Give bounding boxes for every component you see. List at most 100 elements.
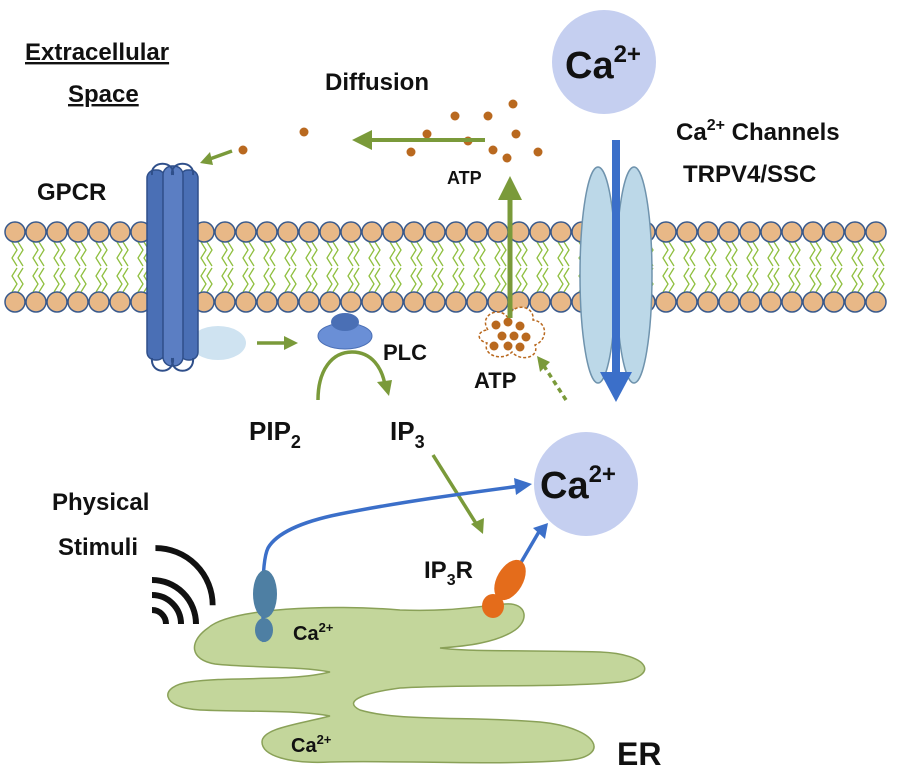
lipid-tail <box>347 267 360 293</box>
lipid-head <box>550 221 572 243</box>
physical-stimuli-waves-icon <box>151 545 216 625</box>
lipid-head <box>466 221 488 243</box>
ip3r-label: IP3R <box>424 557 473 589</box>
lipid-head <box>550 291 572 313</box>
lipid-tail <box>788 241 801 267</box>
lipid-tail <box>326 267 339 293</box>
atp-vesicle <box>478 306 546 359</box>
lipid-head <box>760 221 782 243</box>
lipid-tail <box>536 267 549 293</box>
lipid-head <box>403 221 425 243</box>
atp-vesicle-label: ATP <box>474 368 516 393</box>
lipid-head <box>739 221 761 243</box>
lipid-head <box>403 291 425 313</box>
lipid-tail <box>851 267 864 293</box>
lipid-head <box>382 221 404 243</box>
lipid-head <box>781 291 803 313</box>
endoplasmic-reticulum <box>167 603 646 764</box>
lipid-tail <box>11 241 24 267</box>
lipid-tail <box>53 267 66 293</box>
lipid-head <box>340 291 362 313</box>
lipid-tail <box>284 241 297 267</box>
lipid-head <box>823 291 845 313</box>
lipid-head <box>697 221 719 243</box>
lipid-head <box>235 221 257 243</box>
lipid-head <box>697 291 719 313</box>
lipid-head <box>466 291 488 313</box>
lipid-head <box>445 221 467 243</box>
gpcr-label: GPCR <box>37 179 106 206</box>
lipid-tail <box>242 241 255 267</box>
lipid-head <box>46 221 68 243</box>
lipid-head <box>424 291 446 313</box>
lipid-tail <box>809 267 822 293</box>
lipid-head <box>655 291 677 313</box>
stimuli-label: Stimuli <box>58 534 138 561</box>
lipid-heads-outer <box>4 221 887 243</box>
er-calcium-label-2: Ca2+ <box>291 732 332 757</box>
lipid-tail <box>515 241 528 267</box>
lipid-tail <box>788 267 801 293</box>
lipid-tail <box>473 267 486 293</box>
extracellular-label: Extracellular <box>25 39 169 66</box>
lipid-tail <box>767 267 780 293</box>
calcium-top-label: Ca2+ <box>565 41 641 87</box>
lipid-head <box>256 291 278 313</box>
lipid-tail <box>704 267 717 293</box>
space-label: Space <box>68 81 139 108</box>
ip3-to-ip3r-arrow <box>431 454 479 526</box>
lipid-tail <box>683 267 696 293</box>
lipid-tail <box>431 241 444 267</box>
lipid-head <box>445 291 467 313</box>
mechanosensor <box>253 570 277 642</box>
physical-label: Physical <box>52 489 149 516</box>
lipid-tail <box>746 267 759 293</box>
lipid-head <box>865 291 887 313</box>
ip3-label: IP3 <box>390 416 425 452</box>
lipid-tail <box>746 241 759 267</box>
ip3-receptor <box>482 523 548 618</box>
lipid-head <box>844 221 866 243</box>
atp-extracellular-label: ATP <box>447 168 482 188</box>
lipid-tail <box>725 267 738 293</box>
lipid-head <box>109 221 131 243</box>
lipid-head <box>25 221 47 243</box>
lipid-tail <box>53 241 66 267</box>
lipid-head <box>298 291 320 313</box>
lipid-tail <box>221 241 234 267</box>
lipid-head <box>256 221 278 243</box>
lipid-head <box>802 291 824 313</box>
lipid-tail <box>95 241 108 267</box>
lipid-head <box>487 221 509 243</box>
lipid-tail <box>557 241 570 267</box>
lipid-tail <box>74 241 87 267</box>
lipid-head <box>760 291 782 313</box>
lipid-head <box>319 221 341 243</box>
lipid-head <box>865 221 887 243</box>
lipid-head <box>424 221 446 243</box>
lipid-head <box>382 291 404 313</box>
lipid-tail <box>389 267 402 293</box>
calcium-cytosolic <box>534 432 638 536</box>
lipid-tail <box>95 267 108 293</box>
lipid-head <box>823 221 845 243</box>
lipid-tail <box>389 241 402 267</box>
lipid-head <box>214 291 236 313</box>
lipid-tail <box>683 241 696 267</box>
lipid-tail <box>32 267 45 293</box>
lipid-tail <box>263 267 276 293</box>
lipid-head <box>487 291 509 313</box>
lipid-head <box>109 291 131 313</box>
lipid-tail <box>200 241 213 267</box>
calcium-triggers-atp-arrow <box>542 365 568 401</box>
er-calcium-label-1: Ca2+ <box>293 620 334 645</box>
lipid-tail <box>872 241 885 267</box>
lipid-tail <box>368 267 381 293</box>
lipid-head <box>718 291 740 313</box>
lipid-tail <box>515 267 528 293</box>
lipid-head <box>361 221 383 243</box>
lipid-tail <box>242 267 255 293</box>
lipid-tail <box>557 267 570 293</box>
lipid-tail <box>452 241 465 267</box>
